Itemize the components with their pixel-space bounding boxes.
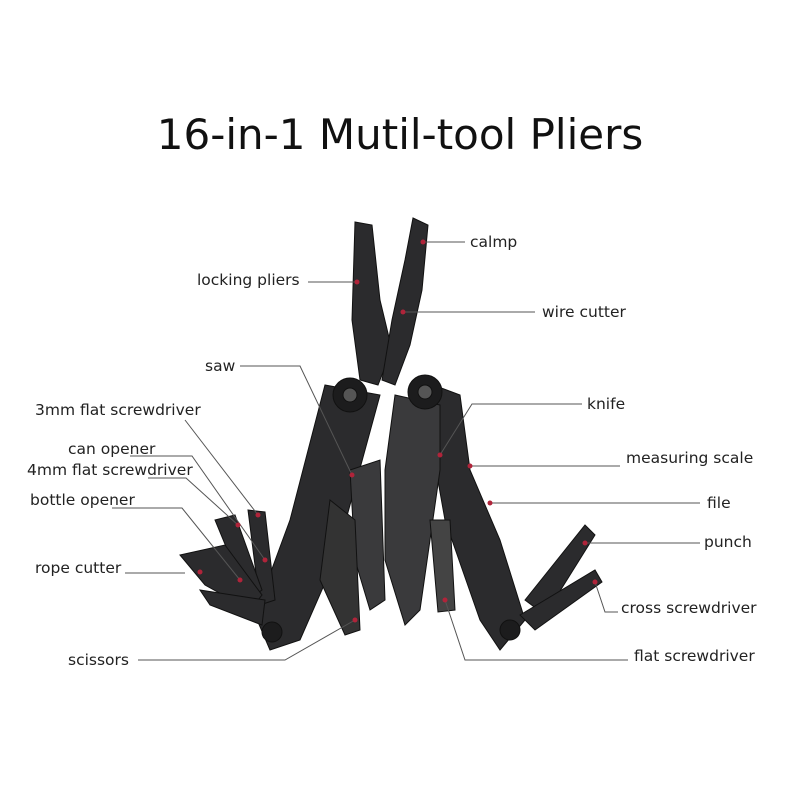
marker-dots bbox=[197, 239, 598, 623]
diagram-title: 16-in-1 Mutil-tool Pliers bbox=[156, 110, 644, 159]
label-flat-screwdriver: flat screwdriver bbox=[634, 647, 755, 665]
label-bottle-opener: bottle opener bbox=[30, 491, 135, 509]
label-cross-screwdriver: cross screwdriver bbox=[621, 599, 757, 617]
label-saw: saw bbox=[205, 357, 236, 375]
label-file: file bbox=[707, 494, 731, 512]
label-3mm-flat-screwdriver: 3mm flat screwdriver bbox=[35, 401, 201, 419]
label-scissors: scissors bbox=[68, 651, 129, 669]
label-4mm-flat-screwdriver: 4mm flat screwdriver bbox=[27, 461, 193, 479]
label-rope-cutter: rope cutter bbox=[35, 559, 122, 577]
label-can-opener: can opener bbox=[68, 440, 156, 458]
label-calmp: calmp bbox=[470, 233, 518, 251]
tool-body bbox=[179, 217, 603, 651]
leader-lines bbox=[112, 241, 700, 661]
label-punch: punch bbox=[704, 533, 752, 551]
label-wire-cutter: wire cutter bbox=[542, 303, 626, 321]
label-knife: knife bbox=[587, 395, 626, 413]
label-locking-pliers: locking pliers bbox=[197, 271, 300, 289]
label-measuring-scale: measuring scale bbox=[626, 449, 754, 467]
